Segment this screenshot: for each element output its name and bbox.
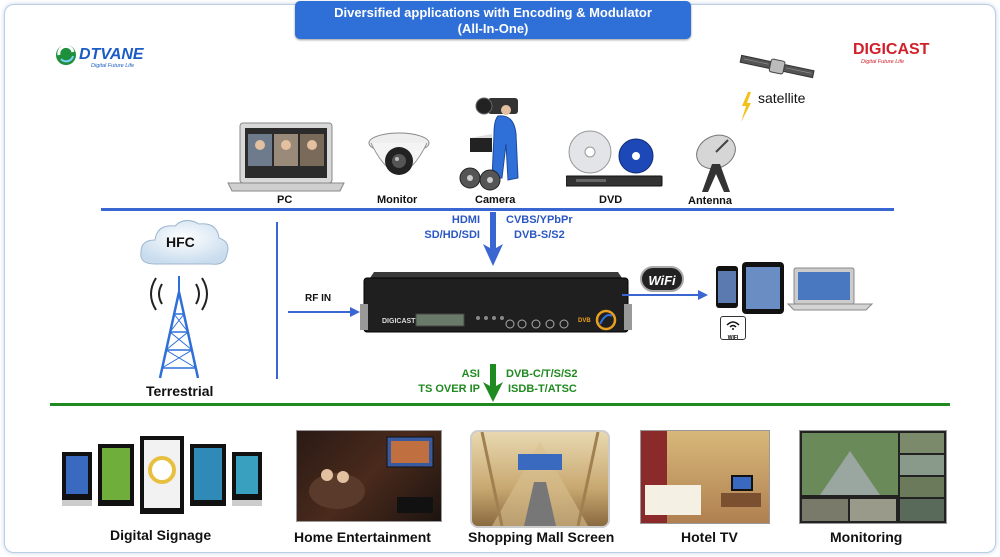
dtvane-logo: DTVANE Digital Future Life — [55, 44, 167, 75]
tower-icon — [148, 272, 210, 387]
mobile-devices-icon — [714, 262, 874, 323]
dvd-player-icon — [565, 130, 664, 195]
shopping-mall-image — [470, 430, 610, 528]
dtvane-logo-tagline: Digital Future Life — [91, 63, 134, 69]
lightning-icon — [740, 92, 752, 127]
hotel-tv-image — [640, 430, 770, 524]
digicast-logo: DIGICAST Digital Future Life — [853, 40, 949, 71]
input-label-camera: Camera — [475, 194, 516, 206]
dtvane-logo-name: DTVANE — [79, 46, 145, 63]
input-label-antenna: Antenna — [688, 195, 732, 207]
signal-out-isdb: ISDB-T/ATSC — [508, 383, 577, 395]
app-label-home-entertainment: Home Entertainment — [294, 529, 431, 545]
title-line-1: Diversified applications with Encoding &… — [334, 5, 652, 20]
input-bus-line — [101, 208, 894, 211]
monitoring-image — [799, 430, 947, 524]
title-line-2: (All-In-One) — [457, 21, 529, 36]
wifi-small-icon: WIFI — [720, 316, 746, 341]
input-down-arrow — [483, 212, 503, 271]
signal-in-cvbs: CVBS/YPbPr — [506, 214, 573, 226]
divider-vertical — [276, 222, 278, 379]
signal-out-dvb: DVB-C/T/S/S2 — [506, 368, 578, 380]
digital-signage-image — [62, 436, 262, 523]
cloud-icon — [137, 216, 231, 277]
signal-out-asi: ASI — [461, 368, 480, 380]
device-badge: DVB — [578, 318, 591, 324]
device-brand: DIGICAST — [382, 318, 416, 325]
terrestrial-label: Terrestrial — [146, 383, 214, 399]
rf-in-label: RF IN — [305, 293, 332, 304]
input-label-dvd: DVD — [599, 194, 623, 206]
hfc-label: HFC — [166, 234, 195, 250]
app-label-monitoring: Monitoring — [830, 529, 903, 545]
input-label-monitor: Monitor — [377, 194, 418, 206]
signal-in-sd-hd-sdi: SD/HD/SDI — [424, 229, 480, 241]
cctv-camera-icon — [366, 131, 432, 190]
app-label-hotel-tv: Hotel TV — [681, 529, 738, 545]
signal-in-dvbs: DVB-S/S2 — [514, 229, 565, 241]
signal-out-ts-over-ip: TS OVER IP — [418, 383, 480, 395]
output-down-arrow — [483, 364, 503, 407]
wifi-small-label: WIFI — [727, 335, 739, 341]
satellite-dish-icon — [690, 134, 742, 199]
satellite-icon — [738, 54, 816, 85]
digicast-logo-tagline: Digital Future Life — [861, 59, 904, 65]
encoder-modulator-device — [360, 268, 632, 343]
laptop-icon — [226, 121, 346, 198]
digicast-logo-name: DIGICAST — [853, 41, 930, 58]
app-label-digital-signage: Digital Signage — [110, 527, 212, 543]
wifi-logo: WiFi — [640, 266, 684, 292]
home-entertainment-image — [296, 430, 442, 522]
rf-in-arrow — [288, 304, 360, 322]
app-label-shopping-mall: Shopping Mall Screen — [468, 529, 615, 545]
output-bus-line — [50, 403, 950, 406]
video-camera-icon — [454, 94, 534, 197]
diagram-title: Diversified applications with Encoding &… — [295, 1, 691, 39]
signal-in-hdmi: HDMI — [451, 214, 480, 226]
satellite-label: satellite — [758, 90, 806, 106]
wifi-arrow — [622, 287, 708, 305]
input-label-pc: PC — [277, 194, 293, 206]
